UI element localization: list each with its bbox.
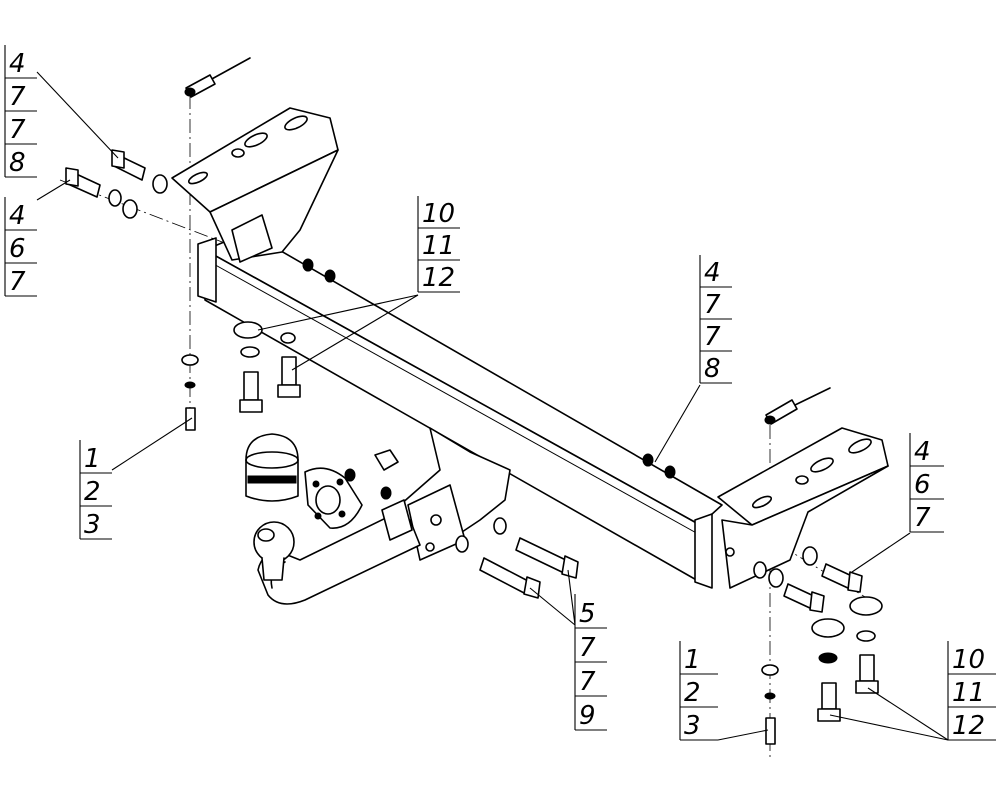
callout-number: 8 (704, 354, 721, 384)
callout-number: 5 (579, 599, 596, 629)
callout-number: 2 (84, 477, 101, 507)
callout-number: 12 (422, 263, 455, 293)
callout-number: 3 (84, 510, 101, 540)
cross-beam (197, 231, 723, 589)
callout-number: 7 (914, 503, 931, 533)
callout-number: 2 (684, 678, 701, 708)
callout-top-left-b: 467 (4, 197, 37, 297)
socket-plate (304, 467, 363, 529)
callout-center-bottom: 5 7 7 9 (574, 594, 607, 731)
callout-number: 4 (704, 258, 721, 288)
receiver-bracket (399, 427, 511, 561)
callout-number: 7 (9, 82, 26, 112)
callout-number: 10 (952, 645, 985, 675)
callout-number: 4 (914, 437, 931, 467)
callout-number: 6 (914, 470, 931, 500)
callout-number: 4 (9, 201, 26, 231)
callout-number: 7 (579, 667, 596, 697)
tow-ball (253, 521, 295, 581)
callout-left-lower: 123 (79, 440, 112, 540)
callout-number: 1 (84, 444, 101, 474)
callout-number: 6 (9, 234, 26, 264)
callout-number: 3 (684, 711, 701, 741)
leader-lines (36, 71, 949, 741)
left-mounting-bracket (171, 107, 339, 263)
callout-number: 12 (952, 711, 985, 741)
right-mounting-bracket (717, 427, 889, 589)
callout-number: 1 (684, 645, 701, 675)
callout-number: 11 (422, 231, 455, 261)
callout-number: 7 (704, 322, 721, 352)
callout-number: 11 (952, 678, 985, 708)
callout-number: 7 (579, 633, 596, 663)
ball-cover (245, 433, 299, 502)
callout-bottom-right-a: 123 (679, 641, 718, 741)
callout-number: 10 (422, 199, 455, 229)
callout-number: 7 (704, 290, 721, 320)
callout-number: 4 (9, 49, 26, 79)
callout-right-mid: 467 (909, 433, 944, 533)
callout-number: 9 (579, 701, 596, 731)
callout-number: 7 (9, 115, 26, 145)
callout-number: 8 (9, 148, 26, 178)
cable-pins (184, 57, 831, 425)
fasteners (65, 149, 883, 745)
callout-number: 7 (9, 267, 26, 297)
